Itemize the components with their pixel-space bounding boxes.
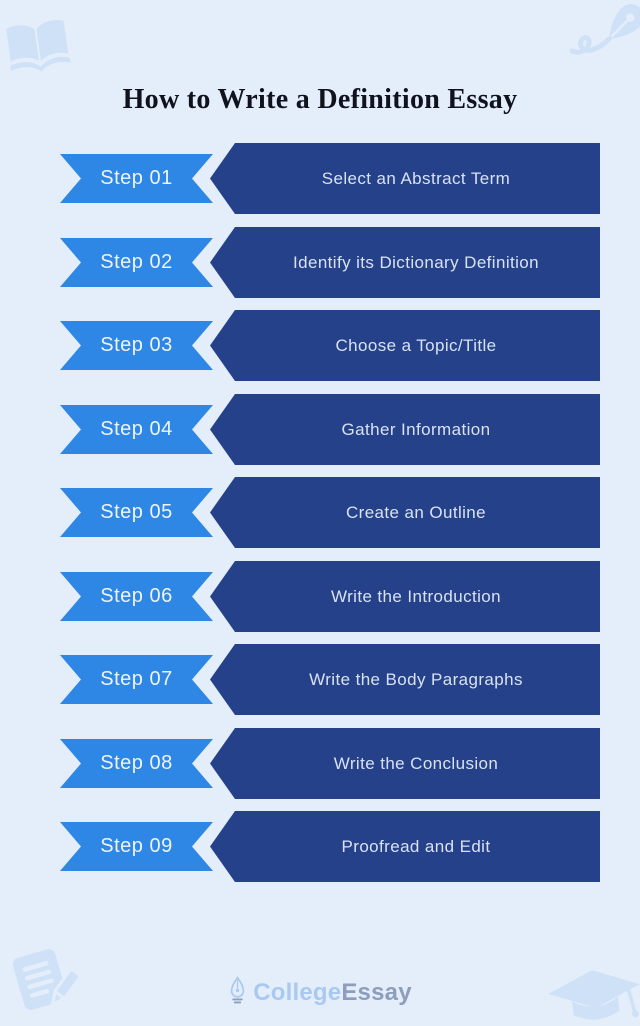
footer-logo: CollegeEssay (0, 976, 640, 1010)
step-description-banner: Write the Body Paragraphs (210, 644, 600, 715)
step-label: Step 09 (100, 835, 173, 857)
step-label: Step 03 (100, 334, 173, 356)
step-label: Step 04 (100, 418, 173, 440)
step-description: Choose a Topic/Title (335, 335, 497, 355)
brand-wordmark: CollegeEssay (253, 979, 412, 1007)
step-row: Proofread and Edit Step 09 (0, 811, 640, 882)
brand-college: College (253, 979, 342, 1006)
pen-nib-squiggle-icon (568, 0, 640, 69)
brand-essay: Essay (341, 979, 412, 1006)
open-book-icon (3, 16, 74, 78)
step-row: Write the Conclusion Step 08 (0, 728, 640, 799)
step-row: Create an Outline Step 05 (0, 477, 640, 548)
page-title: How to Write a Definition Essay (122, 84, 518, 115)
step-description: Write the Introduction (330, 586, 502, 606)
step-number-ribbon: Step 09 (60, 822, 213, 871)
step-description-banner: Write the Introduction (210, 561, 600, 632)
step-number-ribbon: Step 07 (60, 655, 213, 704)
step-label: Step 06 (100, 585, 173, 607)
step-number-ribbon: Step 08 (60, 739, 213, 788)
step-description: Proofread and Edit (341, 836, 491, 856)
step-label: Step 07 (100, 668, 173, 690)
step-number-ribbon: Step 05 (60, 488, 213, 537)
step-description: Select an Abstract Term (321, 168, 511, 188)
step-number-ribbon: Step 06 (60, 572, 213, 621)
paper-pencil-icon (7, 945, 84, 1018)
step-row: Choose a Topic/Title Step 03 (0, 310, 640, 381)
step-description-banner: Identify its Dictionary Definition (210, 227, 600, 298)
step-label: Step 05 (100, 501, 173, 523)
step-description: Identify its Dictionary Definition (292, 252, 540, 272)
step-description-banner: Create an Outline (210, 477, 600, 548)
pen-nib-icon (228, 976, 247, 1010)
step-number-ribbon: Step 01 (60, 154, 213, 203)
step-description-banner: Write the Conclusion (210, 728, 600, 799)
step-description-banner: Gather Information (210, 394, 600, 465)
step-description: Create an Outline (345, 502, 487, 522)
step-row: Write the Introduction Step 06 (0, 561, 640, 632)
step-row: Select an Abstract Term Step 01 (0, 143, 640, 214)
step-description-banner: Select an Abstract Term (210, 143, 600, 214)
step-label: Step 01 (100, 167, 173, 189)
step-description-banner: Proofread and Edit (210, 811, 600, 882)
graduation-cap-icon (548, 968, 640, 1026)
step-description: Write the Body Paragraphs (309, 669, 523, 689)
step-number-ribbon: Step 04 (60, 405, 213, 454)
step-description-banner: Choose a Topic/Title (210, 310, 600, 381)
step-description: Write the Conclusion (333, 753, 499, 773)
step-label: Step 02 (100, 251, 173, 273)
step-number-ribbon: Step 02 (60, 238, 213, 287)
step-row: Identify its Dictionary Definition Step … (0, 227, 640, 298)
step-label: Step 08 (100, 752, 173, 774)
step-description: Gather Information (341, 419, 491, 439)
step-row: Write the Body Paragraphs Step 07 (0, 644, 640, 715)
step-number-ribbon: Step 03 (60, 321, 213, 370)
step-row: Gather Information Step 04 (0, 394, 640, 465)
